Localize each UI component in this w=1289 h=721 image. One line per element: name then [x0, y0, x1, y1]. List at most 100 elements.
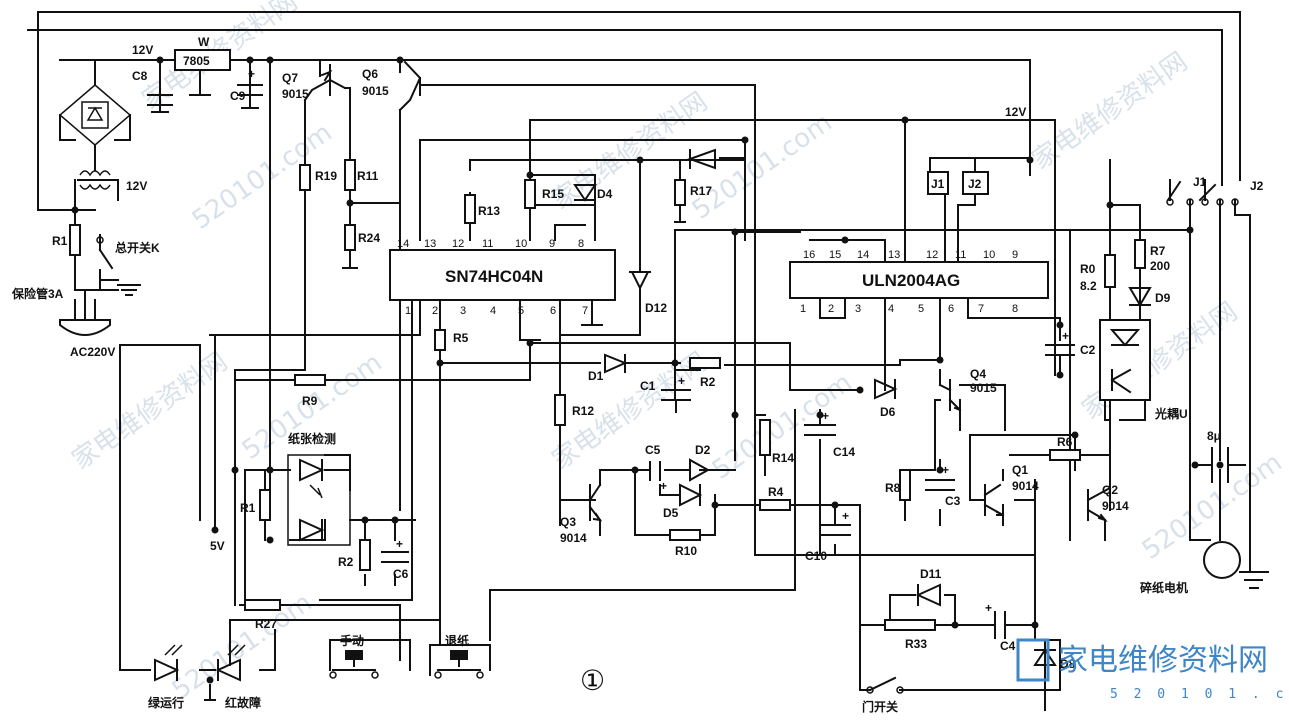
r27-label: R27: [255, 617, 277, 631]
svg-text:16: 16: [803, 249, 815, 261]
watermark-cn-3: 家电维修资料网: [1027, 47, 1193, 176]
svg-text:2: 2: [828, 303, 834, 315]
green-run-label: 绿运行: [148, 695, 184, 710]
resistor-r6: [1049, 449, 1081, 461]
optocoupler-label: 光耦U: [1154, 406, 1188, 421]
r1-mid-label: R1: [240, 501, 256, 515]
c3-label: C3: [945, 494, 961, 508]
ir-led-emitter: [299, 458, 325, 482]
retreat-button[interactable]: [434, 650, 484, 679]
diode-d1: [604, 353, 628, 374]
svg-text:J1: J1: [931, 177, 945, 191]
ic1-sn74hc04n: SN74HC04N 14 13 12 11 10 9 8 1 2 3 4 5 6…: [389, 238, 616, 326]
bridge-rectifier: [58, 84, 132, 146]
resistor-r14: [759, 419, 771, 456]
c9-label: C9: [230, 89, 246, 103]
resistor-r8: [899, 469, 911, 501]
watermark-cn-4: 家电维修资料网: [67, 347, 233, 476]
r7-value: 200: [1150, 259, 1170, 273]
r2-top-label: R2: [700, 375, 716, 389]
motor-label: 碎纸电机: [1140, 580, 1188, 595]
manual-button[interactable]: [329, 650, 379, 679]
transistor-q4: [938, 379, 962, 412]
svg-text:+: +: [1062, 329, 1069, 343]
svg-text:+: +: [822, 409, 829, 423]
svg-text:+: +: [660, 479, 667, 493]
r0-label: R0: [1080, 262, 1096, 276]
q1-type: 9014: [1012, 479, 1039, 493]
d8-label: D8: [1060, 657, 1076, 671]
paper-detect-label: 纸张检测: [288, 431, 336, 446]
c5-label: C5: [645, 443, 661, 457]
svg-text:15: 15: [829, 249, 841, 261]
resistor-r12: [554, 394, 566, 426]
c2-label: C2: [1080, 343, 1096, 357]
svg-text:8: 8: [1012, 303, 1018, 315]
svg-text:+: +: [678, 374, 685, 388]
resistor-r33: [884, 619, 936, 631]
c1-label: C1: [640, 379, 656, 393]
figure-number: ①: [580, 665, 605, 696]
resistor-r4: [759, 499, 791, 511]
svg-text:7: 7: [582, 305, 588, 317]
cap-8u-label: 8μ: [1207, 429, 1221, 443]
q1-label: Q1: [1012, 463, 1028, 477]
capacitor-c3: [925, 479, 955, 491]
door-section: D11 R33 + C4 D8 门开关: [862, 567, 1076, 714]
svg-text:+: +: [985, 601, 992, 615]
resistor-r10: [669, 529, 701, 541]
c4-label: C4: [1000, 639, 1016, 653]
c8-label: C8: [132, 69, 148, 83]
diode-d8: [1033, 648, 1057, 666]
q3-type: 9014: [560, 531, 587, 545]
motor: [1203, 541, 1241, 579]
svg-text:6: 6: [948, 303, 954, 315]
q4-type: 9015: [970, 381, 997, 395]
r4-label: R4: [768, 485, 784, 499]
svg-text:3: 3: [460, 305, 466, 317]
relay-coil-j2: [962, 171, 989, 195]
diode-d9: [1128, 287, 1152, 307]
ac-label: AC220V: [70, 345, 115, 359]
svg-text:13: 13: [424, 238, 436, 250]
d12-label: D12: [645, 301, 667, 315]
svg-text:4: 4: [490, 305, 496, 317]
xfmr-12v-label: 12V: [126, 179, 147, 193]
d1-label: D1: [588, 369, 604, 383]
transistor-q3: [588, 483, 603, 522]
watermark-cn-2: 家电维修资料网: [547, 87, 713, 216]
relay-coil-j1: [927, 171, 949, 195]
diode-d11: [915, 583, 941, 607]
transistor-q1: [983, 483, 1005, 517]
j1-switch-label: J1: [1193, 175, 1207, 189]
resistor-r1-top: [69, 224, 81, 256]
svg-text:2: 2: [432, 305, 438, 317]
q6-label: Q6: [362, 67, 378, 81]
resistor-r2-top: [689, 357, 721, 369]
diode-d2: [689, 458, 711, 482]
resistor-r17: [674, 179, 686, 206]
transformer: [79, 170, 111, 190]
logo-url: 5 2 0 1 0 1 . c o m: [1110, 687, 1289, 702]
diode-d4: [573, 184, 597, 202]
panel-section: 绿运行 红故障 手动 退纸 ①: [148, 633, 605, 710]
capacitor-c6: [381, 551, 409, 563]
power-supply: 7805 W 12V C8 + C9 12V R1 总开关K 保险管3A AC2: [11, 35, 263, 359]
resistor-r15: [524, 179, 536, 209]
capacitor-c14: [804, 424, 836, 436]
j2-switch-label: J2: [1250, 179, 1264, 193]
svg-text:5: 5: [918, 303, 924, 315]
svg-text:4: 4: [888, 303, 894, 315]
site-logo: 家电维修资料网 5 2 0 1 0 1 . c o m: [1016, 638, 1289, 702]
svg-text:14: 14: [397, 238, 409, 250]
resistor-r0: [1104, 254, 1116, 288]
regulator-label: 7805: [183, 54, 210, 68]
capacitor-c4: [994, 611, 1006, 639]
c14-label: C14: [833, 445, 855, 459]
capacitor-c5: [649, 461, 661, 481]
diode-d3: [687, 148, 716, 170]
main-switch-label: 总开关K: [115, 240, 160, 255]
d6-label: D6: [880, 405, 896, 419]
ir-receiver: [299, 518, 325, 542]
